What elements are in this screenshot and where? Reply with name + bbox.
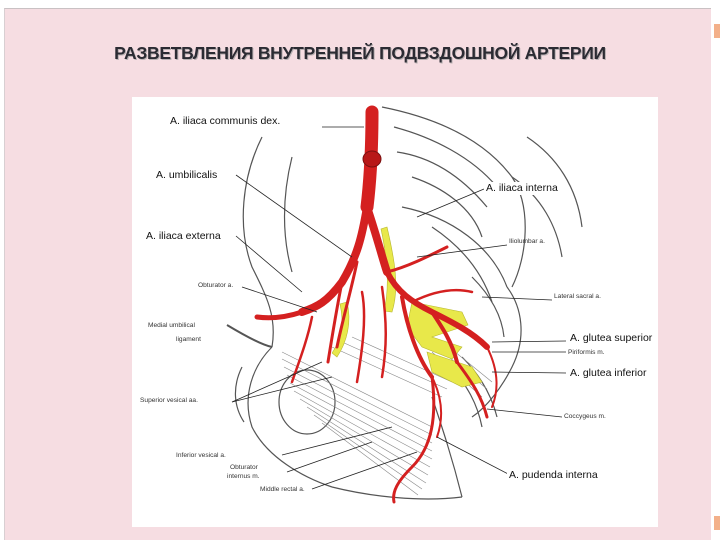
anatomy-figure: A. iliaca communis dex. A. umbilicalis A… [132, 97, 658, 527]
accent-bar-bottom [714, 516, 720, 530]
label-pudenda-interna: A. pudenda interna [507, 469, 600, 482]
label-obturator: Obturator a. [198, 282, 234, 289]
label-medial-umbilical: Medial umbilical [148, 322, 195, 329]
label-iliaca-externa: A. iliaca externa [144, 230, 223, 243]
pelvis-outline [226, 106, 583, 500]
label-iliolumbar: Iliolumbar a. [509, 238, 545, 245]
label-coccygeus: Coccygeus m. [564, 413, 606, 420]
label-iliaca-interna: A. iliaca interna [484, 182, 560, 195]
label-piriformis: Piriformis m. [568, 349, 605, 356]
label-umbilicalis: A. umbilicalis [154, 169, 220, 182]
muscle-fibers [281, 336, 493, 496]
leader-lines [231, 126, 567, 490]
label-obturator-internus-1: Obturator [230, 464, 258, 471]
label-ligament: ligament [176, 336, 201, 343]
anatomy-illustration [226, 105, 583, 504]
slide-title: РАЗВЕТВЛЕНИЯ ВНУТРЕННЕЙ ПОДВЗДОШНОЙ АРТЕ… [114, 43, 606, 63]
label-middle-rectal: Middle rectal a. [260, 486, 305, 493]
label-glutea-superior: A. glutea superior [568, 332, 655, 345]
label-superior-vesical: Superior vesical aa. [140, 397, 198, 404]
label-iliaca-communis: A. iliaca communis dex. [168, 115, 283, 128]
label-lateral-sacral: Lateral sacral a. [554, 293, 601, 300]
vessel-cross-section [362, 150, 382, 168]
label-glutea-inferior: A. glutea inferior [568, 367, 649, 380]
label-obturator-internus-2: internus m. [227, 473, 260, 480]
arteries [254, 105, 498, 504]
label-inferior-vesical: Inferior vesical a. [176, 452, 226, 459]
accent-bar-top [714, 24, 720, 38]
